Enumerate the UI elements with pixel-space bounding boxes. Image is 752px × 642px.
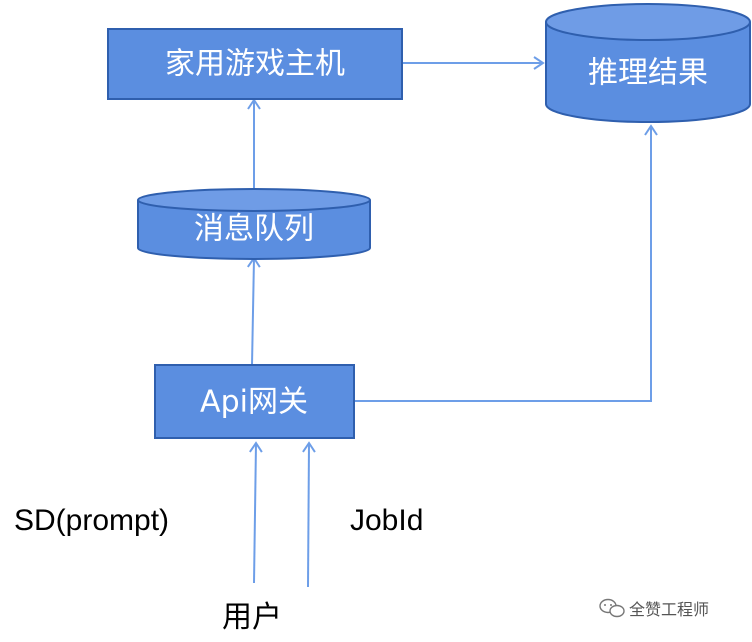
- wechat-icon: [599, 598, 625, 618]
- response-label: JobId: [350, 504, 423, 537]
- user-label: 用户: [222, 601, 282, 634]
- result-node: 推理结果: [545, 3, 751, 123]
- watermark-text: 全赞工程师: [629, 600, 709, 619]
- queue-node: 消息队列: [137, 188, 371, 260]
- edge-user-request-to-gateway: [249, 441, 263, 584]
- edge-gateway-to-result: [355, 124, 658, 402]
- watermark: 全赞工程师: [599, 598, 709, 619]
- console-node-label: 家用游戏主机: [165, 47, 345, 82]
- gateway-node: Api网关: [154, 364, 355, 439]
- gateway-node-label: Api网关: [200, 385, 308, 420]
- queue-node-label: 消息队列: [194, 212, 314, 247]
- result-node-label: 推理结果: [588, 56, 708, 91]
- request-label: SD(prompt): [14, 504, 169, 537]
- console-node: 家用游戏主机: [107, 28, 403, 100]
- edge-gateway-to-queue: [247, 256, 261, 366]
- edge-user-jobid-to-gateway: [302, 441, 316, 588]
